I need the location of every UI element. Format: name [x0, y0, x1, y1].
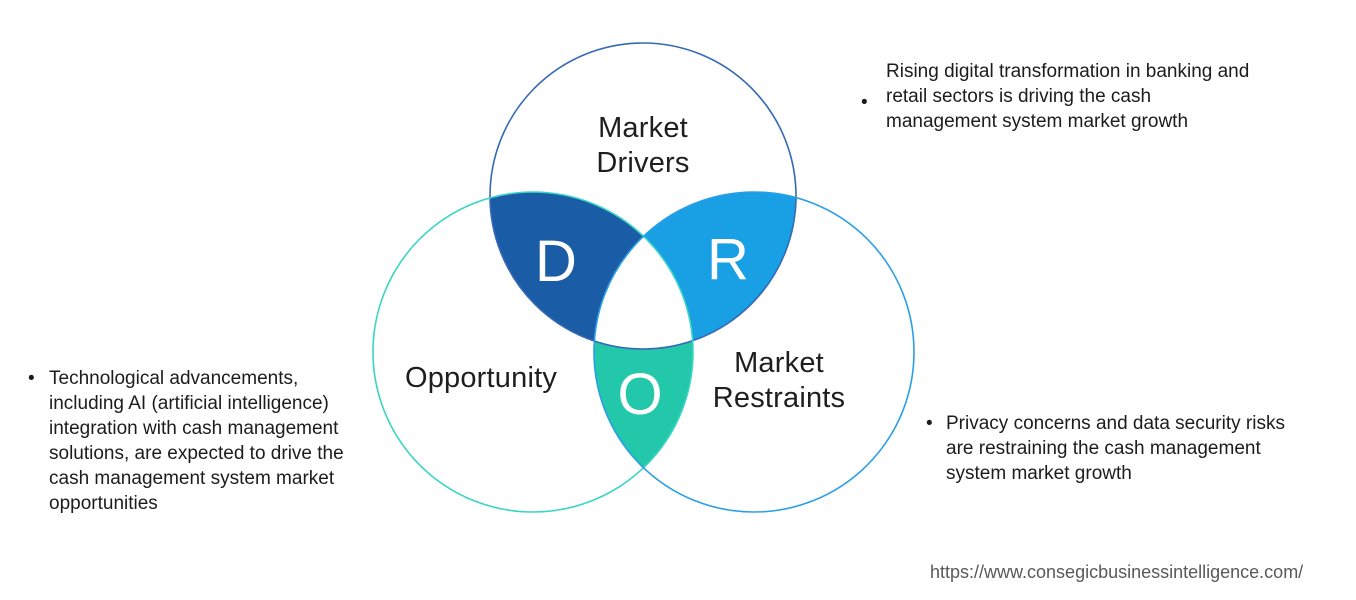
lens-drivers-opportunity [490, 192, 693, 349]
drivers-label: Market Drivers [596, 112, 690, 179]
restraints-circle-outline [593, 191, 915, 513]
opportunity-note-text: Technological advancements, including AI… [49, 368, 344, 514]
opportunity-note-bullet: • [28, 368, 35, 389]
drivers-circle-outline [489, 42, 797, 350]
restraints-note: • Privacy concerns and data security ris… [926, 411, 1304, 486]
opportunity-label: Opportunity [404, 362, 558, 394]
restraints-lens-letter: R [707, 227, 749, 292]
opportunity-note: • Technological advancements, including … [28, 366, 361, 516]
drivers-note-text: Rising digital transformation in banking… [886, 61, 1250, 132]
restraints-label: Market Restraints [712, 347, 846, 414]
opportunity-circle-outline [372, 191, 694, 513]
drivers-lens-letter: D [535, 229, 577, 294]
restraints-note-text: Privacy concerns and data security risks… [946, 413, 1285, 484]
drivers-note-bullet: • [861, 92, 868, 113]
source-url: https://www.consegicbusinessintelligence… [930, 562, 1304, 582]
drivers-note: • Rising digital transformation in banki… [861, 59, 1258, 134]
restraints-note-bullet: • [926, 413, 933, 434]
lens-drivers-restraints [594, 192, 796, 349]
opportunity-lens-letter: O [617, 362, 663, 427]
